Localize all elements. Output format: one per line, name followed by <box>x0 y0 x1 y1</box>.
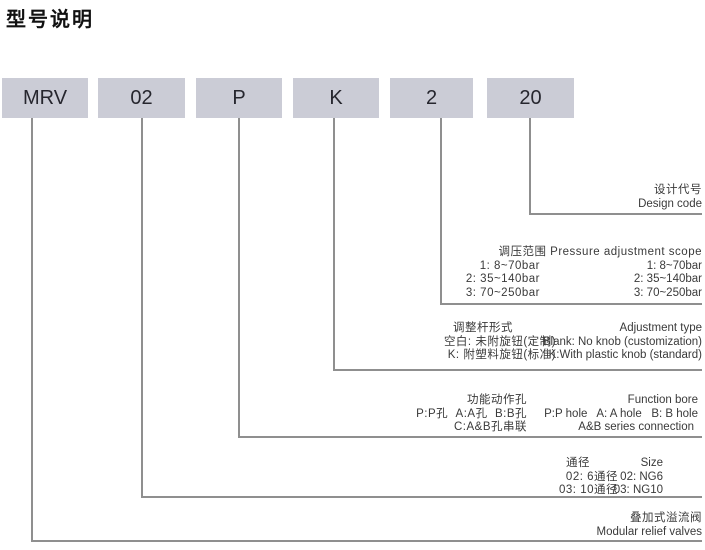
function-bore-header-zh: 功能动作孔 <box>467 394 527 406</box>
adjustment-row-en: Blank: No knob (customization) <box>542 335 702 348</box>
function-bore-row-zh: P:P孔 A:A孔 B:B孔 <box>416 407 527 420</box>
model-segment-design: 20 <box>487 78 574 118</box>
size-row: 02: 6通径 02: NG6 <box>463 471 663 485</box>
size-header-en: Size <box>640 457 663 469</box>
size-row-en: 03: NG10 <box>613 484 663 496</box>
function-bore-row-en: A&B series connection <box>578 421 694 433</box>
size-header-zh: 通径 <box>566 457 590 469</box>
function-bore-row-en: P:P hole A: A hole B: B hole <box>544 407 698 420</box>
model-segment-bore: P <box>196 78 282 118</box>
design-code-block: 设计代号 Design code <box>502 184 702 211</box>
pressure-row-zh: 2: 35~140bar <box>465 273 540 285</box>
pressure-row-en: 3: 70~250bar <box>633 286 702 299</box>
function-bore-header-en: Function bore <box>627 394 698 406</box>
pressure-row-en: 2: 35~140bar <box>633 273 702 285</box>
connector-hline-size <box>141 496 702 498</box>
connector-vline-mrv <box>31 118 33 541</box>
model-segment-mrv: MRV <box>2 78 88 118</box>
adjustment-header-zh: 调整杆形式 <box>453 322 513 334</box>
connector-hline-bore <box>238 436 702 438</box>
pressure-row-zh: 3: 70~250bar <box>465 286 540 299</box>
pressure-block: 调压范围 Pressure adjustment scope 1: 8~70ba… <box>422 246 702 300</box>
connector-hline-design <box>529 213 702 215</box>
size-block: 通径 Size 02: 6通径 02: NG6 03: 10通径 03: NG1… <box>463 457 663 498</box>
size-row: 03: 10通径 03: NG10 <box>463 484 663 498</box>
function-bore-block: 功能动作孔 Function bore P:P孔 A:A孔 B:B孔 P:P h… <box>222 394 702 435</box>
model-segment-knob: K <box>293 78 379 118</box>
size-row-en: 02: NG6 <box>620 470 663 483</box>
adjustment-header-row: 调整杆形式 Adjustment type <box>322 322 702 336</box>
adjustment-block: 调整杆形式 Adjustment type 空白: 未附旋钮(定制) Blank… <box>322 322 702 363</box>
function-bore-row: C:A&B孔串联 A&B series connection <box>222 421 702 435</box>
design-code-label-zh: 设计代号 <box>654 184 702 196</box>
adjustment-header-en: Adjustment type <box>619 322 702 334</box>
design-code-label-en: Design code <box>638 197 702 210</box>
pressure-row-zh: 1: 8~70bar <box>479 259 540 272</box>
function-bore-header-row: 功能动作孔 Function bore <box>222 394 702 408</box>
connector-vline-size <box>141 118 143 497</box>
product-block: 叠加式溢流阀 Modular relief valves <box>482 512 702 539</box>
page-title: 型号说明 <box>6 9 94 31</box>
adjustment-row-en: K:With plastic knob (standard) <box>548 349 702 361</box>
model-segment-size: 02 <box>98 78 185 118</box>
pressure-row-en: 1: 8~70bar <box>646 259 702 272</box>
size-row-zh: 03: 10通径 <box>559 484 618 496</box>
connector-hline-knob <box>333 369 702 371</box>
connector-vline-bore <box>238 118 240 437</box>
connector-hline-pressure <box>440 303 702 305</box>
connector-vline-design <box>529 118 531 214</box>
pressure-row: 3: 70~250bar 3: 70~250bar <box>422 287 702 301</box>
size-header-row: 通径 Size <box>463 457 663 471</box>
connector-vline-knob <box>333 118 335 370</box>
adjustment-row: K: 附塑料旋钮(标准) K:With plastic knob (standa… <box>322 349 702 363</box>
connector-vline-pressure <box>440 118 442 304</box>
pressure-header: 调压范围 Pressure adjustment scope <box>498 246 702 258</box>
product-label-zh: 叠加式溢流阀 <box>630 512 702 524</box>
adjustment-row-zh: K: 附塑料旋钮(标准) <box>447 349 556 361</box>
connector-hline-product <box>31 540 702 542</box>
pressure-row: 2: 35~140bar 2: 35~140bar <box>422 273 702 287</box>
adjustment-row: 空白: 未附旋钮(定制) Blank: No knob (customizati… <box>322 336 702 350</box>
product-label-en: Modular relief valves <box>596 525 702 538</box>
function-bore-row: P:P孔 A:A孔 B:B孔 P:P hole A: A hole B: B h… <box>222 408 702 422</box>
size-row-zh: 02: 6通径 <box>565 470 618 483</box>
function-bore-row-zh: C:A&B孔串联 <box>453 421 527 433</box>
pressure-row: 1: 8~70bar 1: 8~70bar <box>422 260 702 274</box>
adjustment-row-zh: 空白: 未附旋钮(定制) <box>443 335 556 348</box>
model-segment-pressure: 2 <box>390 78 473 118</box>
